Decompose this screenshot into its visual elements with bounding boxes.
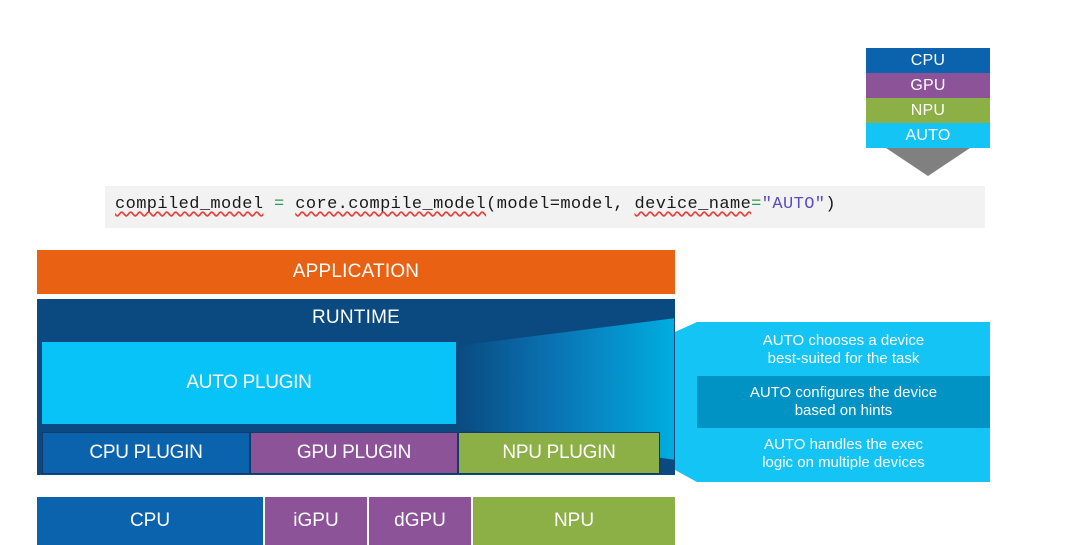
code-token-string: "AUTO"	[761, 195, 826, 214]
code-token-variable: compiled_model	[115, 195, 264, 214]
hardware-igpu-label: iGPU	[293, 510, 339, 531]
code-token-close-paren: )	[825, 195, 837, 214]
callout-row-handles-line1: AUTO handles the exec	[764, 436, 923, 453]
hardware-npu-label: NPU	[553, 510, 595, 531]
hardware-cpu: CPU	[37, 497, 265, 545]
layer-auto-plugin: AUTO PLUGIN	[42, 342, 456, 424]
plugin-npu-label: NPU PLUGIN	[502, 442, 616, 463]
code-block: compiled_model = core.compile_model(mode…	[105, 186, 985, 228]
callout-row-chooses-line2: best-suited for the task	[767, 350, 920, 367]
code-token-space-3	[624, 195, 635, 214]
code-token-equals-2: =	[751, 195, 762, 214]
hardware-dgpu: dGPU	[369, 497, 473, 545]
callout-row-chooses-line1: AUTO chooses a device	[762, 332, 925, 349]
code-token-equals-1: =	[274, 195, 285, 214]
hardware-dgpu-label: dGPU	[394, 510, 446, 531]
callout-row-configures-line1: AUTO configures the device	[749, 384, 938, 401]
plugin-cpu: CPU PLUGIN	[42, 432, 250, 474]
hardware-device-row: CPU iGPU dGPU NPU	[37, 497, 675, 545]
device-chip-auto: AUTO	[866, 123, 990, 148]
code-token-call: core.compile_model	[295, 195, 487, 214]
hardware-npu: NPU	[473, 497, 675, 545]
code-token-space-2	[285, 195, 296, 214]
architecture-stack: APPLICATION RUNTIME AUTO PLUGIN	[37, 250, 675, 475]
code-token-args: (model=model,	[486, 195, 624, 214]
layer-application: APPLICATION	[37, 250, 675, 294]
plugin-npu: NPU PLUGIN	[458, 432, 660, 474]
hardware-igpu: iGPU	[265, 497, 369, 545]
layer-runtime: RUNTIME AUTO PLUGIN CPU PLUGIN GPU PLUGI…	[37, 299, 675, 475]
layer-auto-plugin-label: AUTO PLUGIN	[186, 372, 312, 393]
device-chip-npu: NPU	[866, 98, 990, 123]
plugin-gpu-label: GPU PLUGIN	[296, 442, 412, 463]
layer-runtime-label: RUNTIME	[312, 307, 400, 328]
callout-row-configures-line2: based on hints	[794, 402, 893, 419]
plugin-gpu: GPU PLUGIN	[250, 432, 458, 474]
code-token-kwarg-name: device_name	[634, 195, 752, 214]
code-token-space-1	[263, 195, 274, 214]
plugin-row: CPU PLUGIN GPU PLUGIN NPU PLUGIN	[42, 432, 660, 474]
hardware-cpu-label: CPU	[129, 510, 171, 531]
device-chip-stack: CPU GPU NPU AUTO	[866, 48, 990, 148]
downward-arrow-icon	[886, 148, 970, 176]
device-chip-cpu: CPU	[866, 48, 990, 73]
code-line: compiled_model = core.compile_model(mode…	[115, 195, 836, 214]
layer-application-label: APPLICATION	[292, 261, 420, 282]
beam-gradient	[456, 318, 674, 460]
device-chip-gpu: GPU	[866, 73, 990, 98]
plugin-cpu-label: CPU PLUGIN	[89, 442, 203, 463]
callout-row-handles-line2: logic on multiple devices	[762, 454, 925, 471]
